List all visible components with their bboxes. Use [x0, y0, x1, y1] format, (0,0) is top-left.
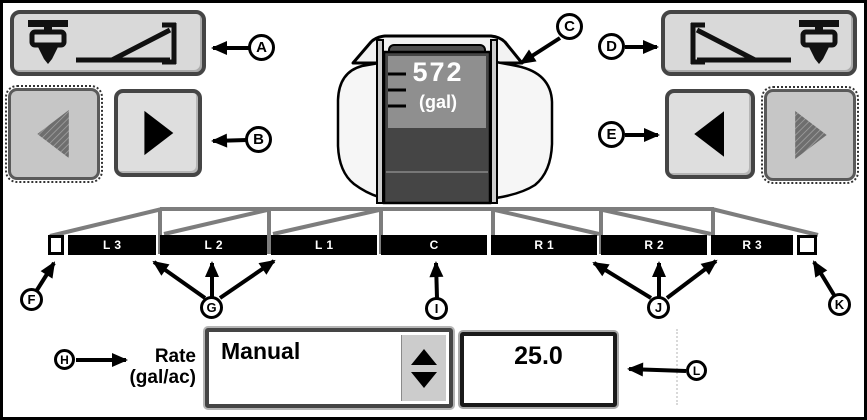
boom-section-r1: R1	[491, 235, 597, 255]
boom-section-l2: L2	[160, 235, 267, 255]
boom-section-l3: L3	[68, 235, 156, 255]
callout-k: K	[828, 293, 851, 316]
rate-label-text: Rate	[154, 346, 196, 367]
boom-section-r3: R3	[711, 235, 793, 255]
callout-h: H	[54, 349, 75, 370]
callout-i: I	[425, 297, 448, 320]
section-left-button-disabled	[5, 85, 103, 183]
callout-l: L	[686, 360, 707, 381]
callout-c: C	[556, 13, 583, 40]
left-arrow-icon	[37, 109, 69, 159]
boom-section-c: C	[381, 235, 487, 255]
boom-fold-right-icon	[690, 20, 839, 65]
tank-level-value: 572	[412, 57, 464, 87]
rate-mode-value: Manual	[221, 338, 301, 364]
rate-label: Rate (gal/ac)	[100, 346, 196, 388]
boom-fold-left-button[interactable]	[10, 10, 206, 76]
up-arrow-icon[interactable]	[411, 348, 437, 365]
rate-value-field[interactable]: 25.0	[460, 332, 617, 407]
callout-e: E	[598, 121, 625, 148]
rate-mode-select[interactable]: Manual	[205, 328, 453, 408]
boom-section-bar: L3 L2 L1 C R1 R2 R3	[48, 235, 820, 255]
boom-fold-left-icon	[28, 20, 177, 65]
section-right-button-disabled	[761, 86, 859, 184]
boom-end-right	[797, 235, 817, 255]
rate-value: 25.0	[514, 342, 563, 370]
rate-unit-text: (gal/ac)	[129, 367, 196, 388]
dotted-divider	[676, 329, 678, 405]
section-left-button[interactable]	[665, 89, 755, 179]
section-right-button[interactable]	[114, 89, 202, 177]
boom-section-l1: L1	[271, 235, 377, 255]
callout-f: F	[20, 288, 43, 311]
right-arrow-icon	[795, 110, 827, 160]
boom-section-r2: R2	[601, 235, 707, 255]
callout-g: G	[200, 296, 223, 319]
callout-j: J	[647, 296, 670, 319]
right-arrow-icon	[144, 110, 174, 156]
callout-a: A	[248, 34, 275, 61]
down-arrow-icon[interactable]	[411, 371, 437, 388]
boom-fold-right-button[interactable]	[661, 10, 857, 76]
callout-d: D	[598, 33, 625, 60]
tank-level-unit: (gal)	[419, 92, 457, 112]
rate-mode-spinner[interactable]	[401, 335, 446, 401]
callout-b: B	[245, 126, 272, 153]
left-arrow-icon	[694, 111, 724, 157]
boom-end-left	[48, 235, 64, 255]
